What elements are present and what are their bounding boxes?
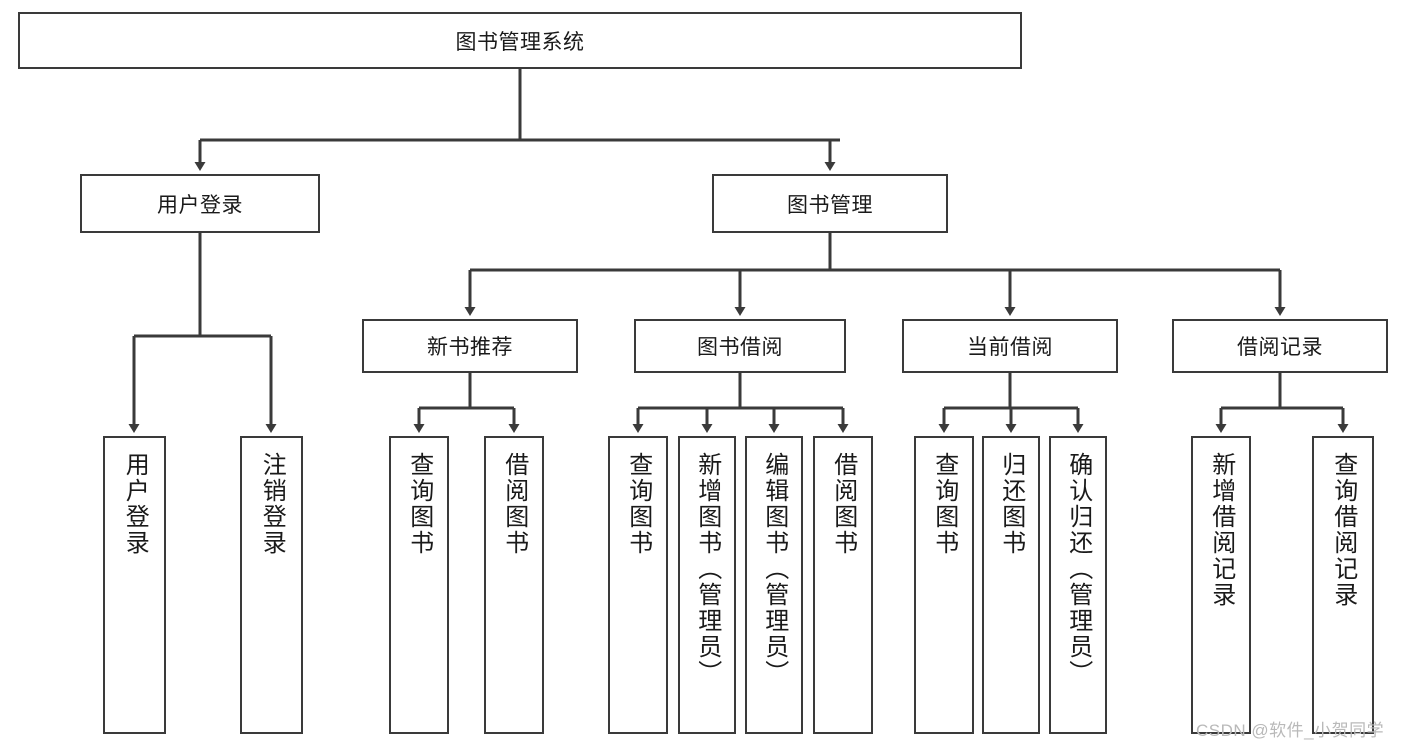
node-leaf-return-book-label: 归还图书 (997, 452, 1025, 556)
node-leaf-borrow-book-recommend[interactable]: 借阅图书 (484, 436, 544, 734)
node-leaf-user-login-label: 用户登录 (121, 452, 149, 556)
node-leaf-query-book-current[interactable]: 查询图书 (914, 436, 974, 734)
node-leaf-add-borrow-record-label: 新增借阅记录 (1207, 452, 1235, 608)
node-leaf-query-book-current-label: 查询图书 (930, 452, 958, 556)
node-root[interactable]: 图书管理系统 (18, 12, 1022, 69)
node-leaf-borrow-book-recommend-label: 借阅图书 (500, 452, 528, 556)
node-leaf-query-borrow-record[interactable]: 查询借阅记录 (1312, 436, 1374, 734)
node-leaf-borrow-book-label: 借阅图书 (829, 452, 857, 556)
node-level2-current-borrow-label: 当前借阅 (967, 336, 1053, 359)
node-leaf-return-book[interactable]: 归还图书 (982, 436, 1040, 734)
node-level2-book-borrow-label: 图书借阅 (697, 336, 783, 359)
node-leaf-logout-label: 注销登录 (258, 452, 286, 556)
node-level1-user-login[interactable]: 用户登录 (80, 174, 320, 233)
node-leaf-logout[interactable]: 注销登录 (240, 436, 303, 734)
node-leaf-edit-book-admin-label: 编辑图书（管理员） (760, 452, 788, 686)
node-level2-borrow-records-label: 借阅记录 (1237, 336, 1323, 359)
node-root-label: 图书管理系统 (455, 30, 585, 54)
node-level2-borrow-records[interactable]: 借阅记录 (1172, 319, 1388, 373)
node-leaf-add-borrow-record[interactable]: 新增借阅记录 (1191, 436, 1251, 734)
node-level2-book-borrow[interactable]: 图书借阅 (634, 319, 846, 373)
node-leaf-query-book-recommend[interactable]: 查询图书 (389, 436, 449, 734)
node-level2-current-borrow[interactable]: 当前借阅 (902, 319, 1118, 373)
node-leaf-query-book-borrow-label: 查询图书 (624, 452, 652, 556)
node-leaf-edit-book-admin[interactable]: 编辑图书（管理员） (745, 436, 803, 734)
node-level2-new-book-recommend[interactable]: 新书推荐 (362, 319, 578, 373)
node-leaf-user-login[interactable]: 用户登录 (103, 436, 166, 734)
node-level1-user-login-label: 用户登录 (157, 193, 243, 217)
node-leaf-confirm-return-admin[interactable]: 确认归还（管理员） (1049, 436, 1107, 734)
node-level1-book-management[interactable]: 图书管理 (712, 174, 948, 233)
node-leaf-confirm-return-admin-label: 确认归还（管理员） (1064, 452, 1092, 686)
node-leaf-query-book-borrow[interactable]: 查询图书 (608, 436, 668, 734)
node-leaf-add-book-admin[interactable]: 新增图书（管理员） (678, 436, 736, 734)
node-leaf-borrow-book[interactable]: 借阅图书 (813, 436, 873, 734)
node-leaf-query-borrow-record-label: 查询借阅记录 (1329, 452, 1357, 608)
node-level2-new-book-recommend-label: 新书推荐 (427, 336, 513, 359)
watermark: CSDN @软件_小贺同学 (1196, 721, 1385, 740)
node-level1-book-management-label: 图书管理 (787, 193, 873, 217)
node-leaf-add-book-admin-label: 新增图书（管理员） (693, 452, 721, 686)
node-leaf-query-book-recommend-label: 查询图书 (405, 452, 433, 556)
